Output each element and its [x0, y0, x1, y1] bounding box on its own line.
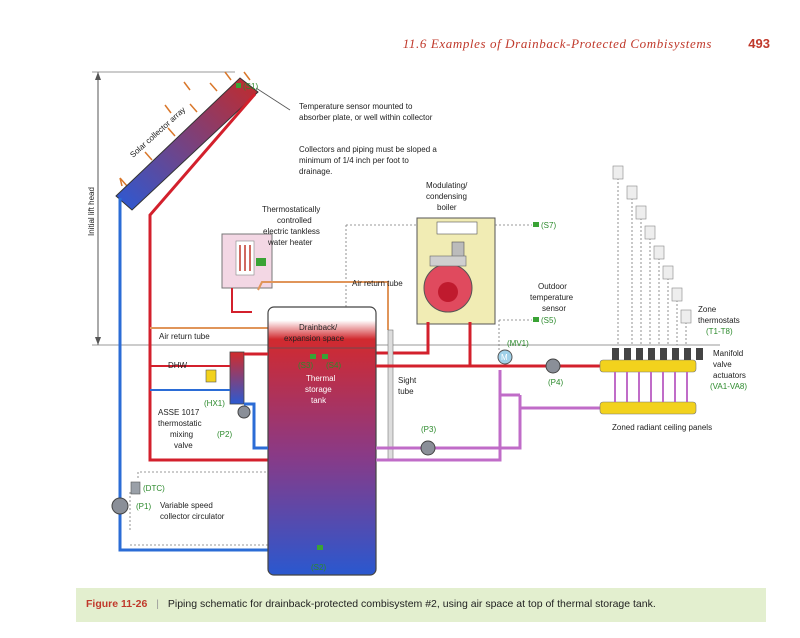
manifold-label-line1: Manifold — [713, 349, 743, 358]
air-return-label-top: Air return tube — [352, 279, 403, 288]
asse-label-line2: thermostatic — [158, 419, 202, 428]
s5-label: (S5) — [541, 316, 556, 325]
drainback-label-line1: Drainback/ — [299, 323, 338, 332]
lift-head-dimension: Initial lift head — [87, 71, 720, 346]
sensor-s3 — [310, 354, 316, 359]
asse-label-line4: valve — [174, 441, 193, 450]
heater-label-line1: Thermostatically — [262, 205, 320, 214]
tankless-water-heater — [221, 233, 273, 313]
piping-schematic: Initial lift head Solar collector array … — [87, 71, 747, 576]
p4-label: (P4) — [548, 378, 563, 387]
thermal-storage-tank — [267, 306, 377, 576]
sensor-s7 — [533, 222, 539, 227]
solar-collector-array: Solar collector array — [115, 77, 259, 211]
sensor-s5 — [533, 317, 539, 322]
asse-label-line3: mixing — [170, 430, 193, 439]
manifold-label-line2: valve — [713, 360, 732, 369]
drainback-label-line2: expansion space — [284, 334, 345, 343]
sensor-s1 — [236, 83, 241, 88]
s3-label: (S3) — [298, 361, 313, 370]
s2-label: (S2) — [311, 563, 326, 572]
heater-label-line3: electric tankless — [263, 227, 320, 236]
boiler-label-line3: boiler — [437, 203, 457, 212]
pump-p2 — [237, 405, 251, 419]
tank-label-line2: storage — [305, 385, 332, 394]
mixing-valve-mv1 — [497, 349, 513, 365]
caption-text: Piping schematic for drainback-protected… — [167, 598, 656, 610]
sensor-s2 — [317, 545, 323, 550]
p1-desc-line1: Variable speed — [160, 501, 213, 510]
outdoor-label-line2: temperature — [530, 293, 574, 302]
figure-number: Figure 11-26 — [86, 598, 148, 610]
pump-p1 — [111, 497, 129, 515]
pump-p3 — [420, 440, 436, 456]
panels-label: Zoned radiant ceiling panels — [612, 423, 712, 432]
sight-tube — [387, 329, 394, 461]
slope-note-line1: Collectors and piping must be sloped a — [299, 145, 437, 154]
sight-tube-label-line2: tube — [398, 387, 414, 396]
s7-label: (S7) — [541, 221, 556, 230]
heater-label-line2: controlled — [277, 216, 312, 225]
tank-label-line3: tank — [311, 396, 327, 405]
collector-loop-piping — [118, 93, 268, 552]
p3-label: (P3) — [421, 425, 436, 434]
sensor-note-line2: absorber plate, or well within collector — [299, 113, 433, 122]
boiler-label-line1: Modulating/ — [426, 181, 468, 190]
p1-desc-line2: collector circulator — [160, 512, 225, 521]
mv1-m-label: M — [501, 353, 508, 362]
mv1-label: (MV1) — [507, 339, 529, 348]
slope-note-line3: drainage. — [299, 167, 332, 176]
condensing-boiler — [416, 217, 496, 325]
s4-label: (S4) — [326, 361, 341, 370]
manifold-label-line4: (VA1-VA8) — [710, 382, 747, 391]
dhw-label: DHW — [168, 361, 188, 370]
sun-rays — [119, 71, 251, 187]
zone-thermostats — [612, 165, 692, 324]
zone-label-line3: (T1-T8) — [706, 327, 733, 336]
hx1-label: (HX1) — [204, 399, 225, 408]
caption-separator: | — [156, 598, 159, 610]
tank-label-line1: Thermal — [306, 374, 336, 383]
outdoor-label-line1: Outdoor — [538, 282, 567, 291]
air-return-label-left: Air return tube — [159, 332, 210, 341]
dtc-controller — [130, 481, 141, 495]
running-header: 11.6 Examples of Drainback-Protected Com… — [0, 36, 800, 54]
outdoor-label-line3: sensor — [542, 304, 566, 313]
manifold-label-line3: actuators — [713, 371, 746, 380]
heater-label-line4: water heater — [267, 238, 313, 247]
sight-tube-label-line1: Sight — [398, 376, 417, 385]
zone-label-line1: Zone — [698, 305, 717, 314]
zone-label-line2: thermostats — [698, 316, 740, 325]
radiant-manifolds — [599, 348, 703, 415]
asse-label-line1: ASSE 1017 — [158, 408, 200, 417]
p1-label: (P1) — [136, 502, 151, 511]
p2-label: (P2) — [217, 430, 232, 439]
sensor-s4 — [322, 354, 328, 359]
page-number: 493 — [748, 36, 770, 51]
dhw-heat-exchanger — [150, 351, 268, 450]
dtc-label: (DTC) — [143, 484, 165, 493]
figure-caption: Figure 11-26 | Piping schematic for drai… — [76, 588, 766, 622]
sensor-note-line1: Temperature sensor mounted to — [299, 102, 413, 111]
running-title: 11.6 Examples of Drainback-Protected Com… — [402, 36, 712, 51]
mixing-valve — [205, 369, 217, 383]
slope-note-line2: minimum of 1/4 inch per foot to — [299, 156, 409, 165]
s1-label: (S1) — [243, 82, 258, 91]
pump-p4 — [545, 358, 561, 374]
boiler-label-line2: condensing — [426, 192, 467, 201]
initial-lift-head-label: Initial lift head — [87, 187, 96, 236]
